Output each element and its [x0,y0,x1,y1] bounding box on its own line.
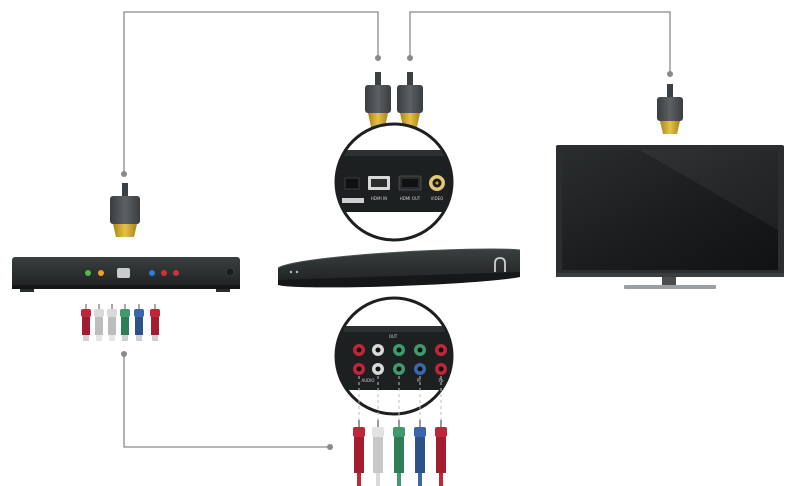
audio-port-label: AUDIO [361,378,374,383]
av-receiver [12,257,240,292]
hdmi-connector-icon [657,84,683,134]
cable-end-dots [121,55,673,450]
video-port-label: VIDEO [431,196,444,201]
hdmi-connector-icon [397,72,423,127]
hdmi-in-port-label: HDMI IN [371,196,387,201]
hdmi-connector-icon [110,183,140,237]
television [556,145,784,289]
rca-cable-line [123,352,330,448]
component-ports-zoom: OUT AUDIO Pr Pb [334,296,454,416]
hdmi-cable-to-tv [409,11,671,76]
pr-port-label: Pr [417,378,421,383]
rca-leader-lines [358,376,442,420]
hdmi-ports-zoom: HDMI IN HDMI OUT VIDEO [334,122,454,242]
out-port-label: OUT [389,334,398,339]
cable-lines [123,11,671,448]
pb-port-label: Pb [439,378,444,383]
hdmi-cable-to-receiver [123,11,379,176]
n-logo-icon [494,257,506,272]
rca-connector-icon [353,420,447,486]
hdmi-connector-icon [365,72,391,127]
receiver-rca-plugs [81,304,160,341]
hdmi-out-port-label: HDMI OUT [400,196,421,201]
set-top-box [277,248,521,288]
